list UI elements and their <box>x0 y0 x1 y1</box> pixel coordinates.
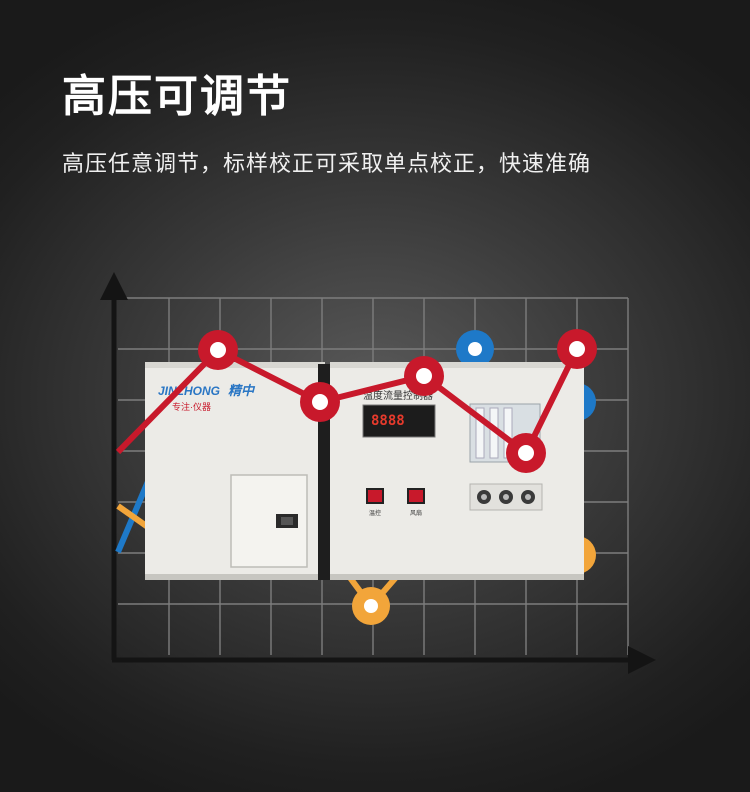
temp-switch-label: 温控 <box>369 509 381 517</box>
red-marker-2 <box>300 382 340 422</box>
controller-display <box>362 404 436 438</box>
temp-switch <box>366 488 384 504</box>
brand-logo: JINZHONG <box>158 384 220 398</box>
y-axis-arrow <box>100 272 128 300</box>
x-axis-arrow <box>628 646 656 674</box>
fan-switch-label: 风扇 <box>410 509 422 517</box>
red-marker-5 <box>557 329 597 369</box>
brand-logo-cn: 精中 <box>228 383 256 398</box>
brand-slogan: 专注·仪器 <box>172 401 211 412</box>
page-title: 高压可调节 <box>62 72 292 121</box>
red-marker-4 <box>506 433 546 473</box>
blue-marker-1 <box>456 330 494 368</box>
fan-switch <box>407 488 425 504</box>
red-marker-1 <box>198 330 238 370</box>
axes <box>100 272 656 674</box>
right-cabinet: 温度流量控制器 8888 温控 风扇 <box>330 362 584 580</box>
left-cabinet: JINZHONG 精中 专注·仪器 <box>145 362 325 580</box>
display-readout: 8888 <box>371 413 405 429</box>
orange-marker-2 <box>352 587 390 625</box>
red-marker-3 <box>404 356 444 396</box>
page-subtitle: 高压任意调节，标样校正可采取单点校正，快速准确 <box>62 151 592 176</box>
